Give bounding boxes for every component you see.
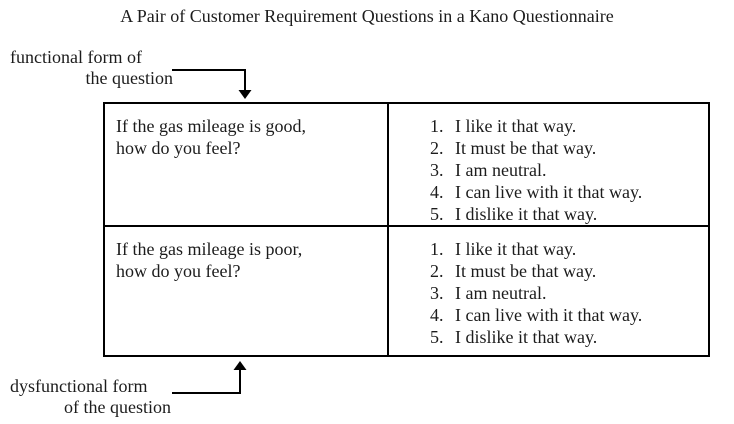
option-text: It must be that way. [455, 138, 597, 158]
option-number: 3. [430, 283, 444, 303]
option-number: 5. [430, 327, 444, 347]
option-item: 4. I can live with it that way. [430, 304, 708, 326]
option-item: 2. It must be that way. [430, 260, 708, 282]
dysfunctional-form-label-line1: dysfunctional form [10, 376, 148, 396]
option-text: I dislike it that way. [455, 327, 598, 347]
dysfunctional-form-label: dysfunctional form of the question [10, 376, 171, 418]
option-item: 3. I am neutral. [430, 159, 708, 181]
option-number: 2. [430, 261, 444, 281]
question-line: If the gas mileage is poor, [116, 239, 303, 259]
option-number: 2. [430, 138, 444, 158]
question-line: If the gas mileage is good, [116, 116, 306, 136]
option-text: I like it that way. [455, 116, 577, 136]
option-item: 5. I dislike it that way. [430, 203, 708, 225]
option-text: I am neutral. [455, 160, 547, 180]
question-line: how do you feel? [116, 261, 241, 281]
option-text: I like it that way. [455, 239, 577, 259]
dysfunctional-form-label-line2: of the question [64, 397, 171, 417]
functional-down-arrow-icon [172, 69, 252, 99]
option-text: It must be that way. [455, 261, 597, 281]
option-text: I can live with it that way. [455, 305, 643, 325]
option-number: 1. [430, 116, 444, 136]
option-text: I am neutral. [455, 283, 547, 303]
option-item: 3. I am neutral. [430, 282, 708, 304]
option-item: 4. I can live with it that way. [430, 181, 708, 203]
functional-options-cell: 1. I like it that way. 2. It must be tha… [389, 104, 708, 227]
option-item: 2. It must be that way. [430, 137, 708, 159]
option-text: I dislike it that way. [455, 204, 598, 224]
option-item: 5. I dislike it that way. [430, 326, 708, 348]
option-number: 5. [430, 204, 444, 224]
functional-form-label-line2: the question [85, 68, 174, 88]
question-line: how do you feel? [116, 138, 241, 158]
functional-form-label-line1: functional form of [10, 47, 142, 67]
kano-question-table: If the gas mileage is good, how do you f… [103, 102, 710, 357]
figure-title: A Pair of Customer Requirement Questions… [120, 6, 614, 26]
dysfunctional-up-arrow-icon [172, 361, 247, 394]
option-number: 3. [430, 160, 444, 180]
option-number: 4. [430, 182, 444, 202]
dysfunctional-question-cell: If the gas mileage is poor, how do you f… [105, 227, 389, 355]
option-item: 1. I like it that way. [430, 115, 708, 137]
functional-question-cell: If the gas mileage is good, how do you f… [105, 104, 389, 227]
option-number: 1. [430, 239, 444, 259]
option-item: 1. I like it that way. [430, 238, 708, 260]
option-number: 4. [430, 305, 444, 325]
dysfunctional-options-cell: 1. I like it that way. 2. It must be tha… [389, 227, 708, 355]
option-text: I can live with it that way. [455, 182, 643, 202]
functional-form-label: functional form of the question [10, 47, 173, 89]
